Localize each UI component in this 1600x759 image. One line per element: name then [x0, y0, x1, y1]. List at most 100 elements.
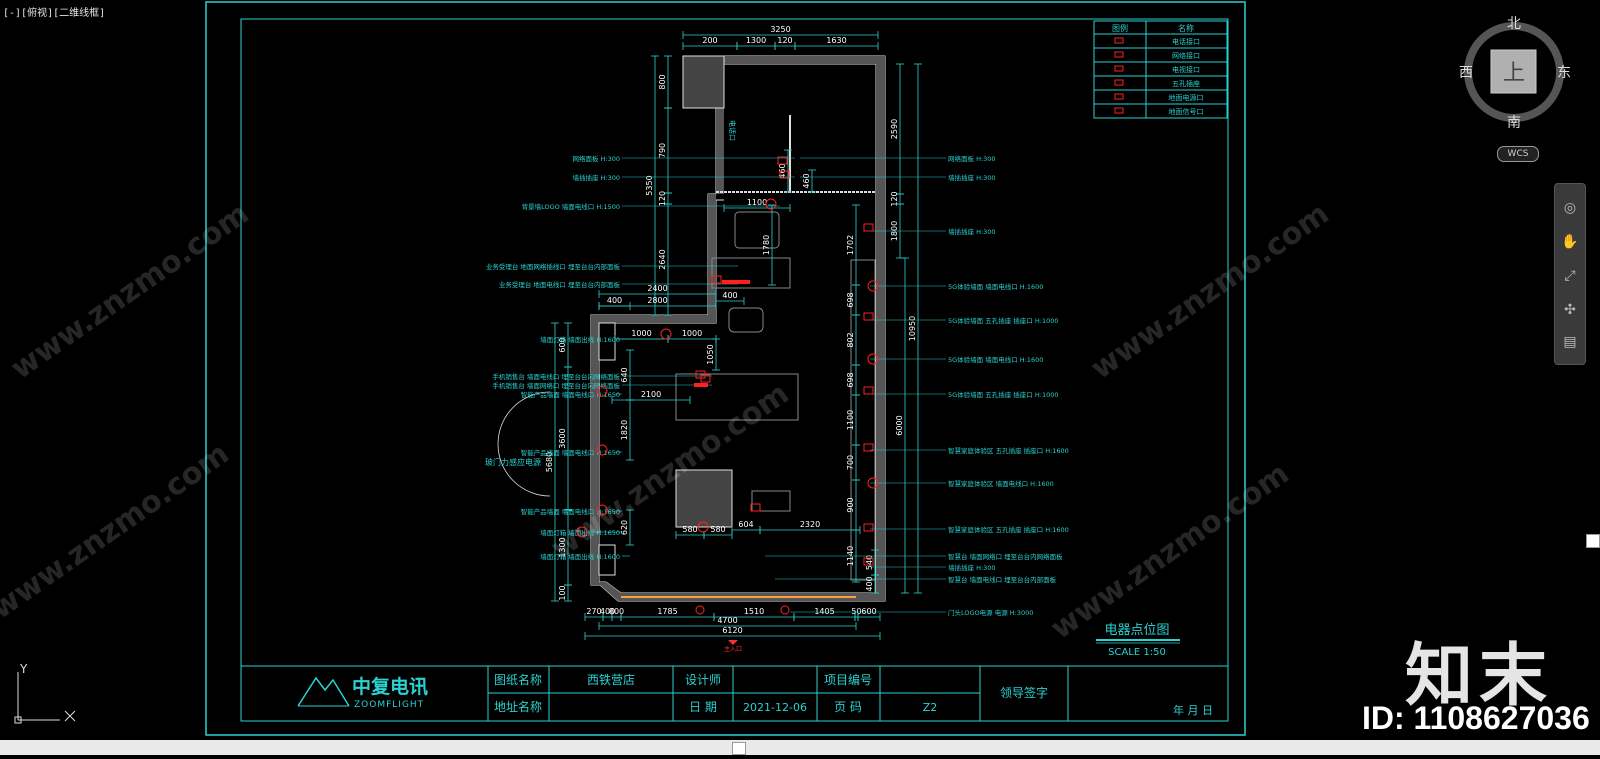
floor-box-icon [736, 280, 750, 284]
legend-symbol-icon [1114, 37, 1124, 44]
viewport-label[interactable]: [-][俯视][二维线框] [3, 8, 106, 19]
dimension-text: 5680 [545, 452, 554, 472]
dimension-text: 540 [865, 555, 874, 570]
outlet-symbol-icon [863, 443, 874, 452]
dimension-text: 200 [702, 36, 717, 45]
page-value: Z2 [923, 701, 938, 714]
dimension-text: 2640 [658, 249, 667, 269]
right-callout-label: 墙插插座 H:300 [948, 173, 996, 182]
right-callout-label: 5G体验墙面 五孔插座 插座口 H:1000 [948, 316, 1059, 325]
legend-row-name: 电视接口 [1172, 65, 1200, 74]
dimension-text: 1300 [746, 36, 766, 45]
dimension-text: 790 [658, 143, 667, 158]
dimension-text: 460 [802, 173, 811, 188]
company-name-cn: 中复电讯 [352, 675, 428, 698]
left-callout-label: 墙面灯箱 墙面出线 H:1600 [540, 552, 620, 561]
showmotion-icon[interactable]: ▤ [1563, 334, 1577, 350]
socket-symbol-icon [867, 353, 879, 365]
dimension-text: 1510 [744, 607, 764, 616]
horizontal-scrollbar-thumb[interactable] [732, 742, 746, 755]
drawing-scale: SCALE 1:50 [1108, 647, 1166, 658]
svg-text:www.znzmo.com: www.znzmo.com [545, 376, 796, 566]
viewcube-top-face[interactable] [1490, 49, 1537, 94]
outlet-symbol-icon [777, 156, 788, 165]
dimension-text: 1702 [846, 235, 855, 255]
dimension-text: 100 [558, 585, 567, 600]
dimension-text: 1405 [814, 607, 834, 616]
viewcube-compass: 上 北 南 东 西 [1459, 16, 1571, 131]
dimension-text: 270 [586, 607, 601, 616]
page-label: 页 码 [834, 700, 862, 714]
socket-symbol-icon [867, 477, 879, 489]
socket-symbol-icon [596, 444, 608, 456]
column-hatch [682, 55, 725, 109]
zoom-icon[interactable]: ⤢ [1564, 268, 1576, 284]
right-callout-label: 墙插插座 H:300 [948, 563, 996, 572]
outlet-symbol-icon [863, 312, 874, 321]
dimension-text: 5350 [645, 175, 654, 195]
address-label: 地址名称 [494, 699, 542, 714]
dimension-text: 1100 [747, 198, 767, 207]
furniture [675, 211, 876, 581]
legend-symbol-icon [1114, 51, 1124, 58]
right-callout-label: 5G体验墙面 墙面电线口 H:1600 [948, 355, 1043, 364]
dimension-text: 698 [846, 292, 855, 307]
dimension-text: 580 [710, 525, 725, 534]
legend-row-name: 地面信号口 [1169, 107, 1204, 116]
dimension-text: 120 [658, 191, 667, 206]
dimension-text: 400 [607, 296, 622, 305]
svg-text:上: 上 [1503, 61, 1525, 86]
steering-wheel-icon[interactable]: ◎ [1563, 200, 1577, 216]
legend-symbol-icon [1114, 79, 1124, 86]
legend-header-symbol: 图例 [1112, 23, 1128, 33]
dimension-text: 1780 [762, 235, 771, 255]
drawing-name-value: 西铁营店 [587, 673, 635, 687]
right-callout-label: 智慧台 墙面网络口 埋至台台内网络面板 [948, 552, 1063, 561]
left-callout-label: 智能产品墙面 墙面电线口 H:1650 [521, 448, 620, 457]
right-callout-label: 智慧家庭体验区 五孔插座 插座口 H:1600 [948, 525, 1069, 534]
right-callout-label: 墙插插座 H:300 [948, 227, 996, 236]
wcs-button[interactable]: WCS [1497, 146, 1539, 162]
dimension-text: 800 [609, 607, 624, 616]
socket-symbol-icon [596, 504, 608, 516]
door-label: 玻门力感应电源 [485, 457, 541, 467]
drawing-title: 电器点位图 [1104, 623, 1169, 638]
svg-text:北: 北 [1507, 16, 1521, 32]
dimension-text: 120 [890, 191, 899, 206]
right-callout-label: 5G体验墙面 墙面电线口 H:1600 [948, 282, 1043, 291]
right-callout-label: 5G体验墙面 五孔插座 插座口 H:1000 [948, 390, 1059, 399]
outlet-symbol-icon [779, 170, 790, 179]
svg-text:www.znzmo.com: www.znzmo.com [0, 436, 235, 626]
dimension-text: 120 [777, 36, 792, 45]
right-callout-label: 智慧家庭体验区 五孔插座 插座口 H:1600 [948, 446, 1069, 455]
dimension-text: 400 [600, 607, 615, 616]
legend-row-name: 电话接口 [1172, 37, 1200, 46]
dimension-text: 10950 [908, 316, 917, 341]
floor-box-icon [694, 383, 708, 387]
company-logo-icon [297, 676, 350, 707]
svg-text:Y: Y [19, 662, 28, 676]
dimension-text: 1785 [657, 607, 677, 616]
dimension-text: 400 [865, 576, 874, 591]
orbit-icon[interactable]: ✣ [1564, 302, 1576, 318]
logo-power-icon [780, 605, 790, 615]
company-name-en: ZOOMFLIGHT [354, 700, 424, 710]
socket-symbol-icon [867, 280, 879, 292]
pan-icon[interactable]: ✋ [1561, 234, 1579, 250]
dimension-text: 4700 [717, 616, 737, 625]
dimension-text: 600 [861, 607, 876, 616]
dimension-text: 698 [846, 372, 855, 387]
horizontal-scrollbar[interactable] [0, 740, 1600, 755]
right-callout-label: 网络面板 H:300 [948, 154, 996, 163]
dimension-text: 2590 [890, 119, 899, 139]
title-block: 中复电讯 ZOOMFLIGHT 图纸名称 西铁营店 地址名称 设计师 日 期 2… [240, 665, 1229, 722]
dimension-text: 640 [620, 367, 629, 382]
vertical-scrollbar-thumb[interactable] [1586, 534, 1600, 548]
dimension-text: 620 [620, 520, 629, 535]
project-no-label: 项目编号 [824, 672, 872, 687]
entrance-label: 主入口 [724, 645, 742, 653]
dimension-text: 2100 [641, 390, 661, 399]
